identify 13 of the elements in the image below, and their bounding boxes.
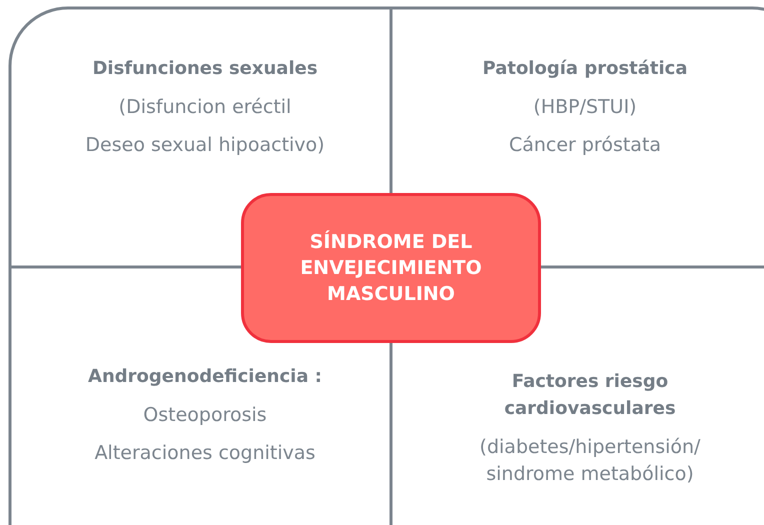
quadrant-text: (Disfuncion eréctil: [118, 95, 292, 120]
quadrant-heading: Factores riesgo cardiovasculares: [503, 370, 677, 421]
highlight-box: [241, 193, 541, 343]
quadrant-heading: Patología prostática: [481, 57, 688, 81]
quadrant-heading: Disfunciones sexuales: [91, 57, 319, 81]
quadrant-text: Alteraciones cognitivas: [94, 441, 316, 466]
quadrant-text: Deseo sexual hipoactivo): [84, 133, 326, 158]
quadrant-text: Cáncer próstata: [508, 133, 662, 158]
quadrant-heading: Androgenodeficiencia :: [87, 365, 323, 389]
quadrant-text: (diabetes/hipertensión/ sindrome metabólico): [478, 435, 702, 487]
quadrant-text: Osteoporosis: [142, 403, 268, 428]
quadrant-text: (HBP/STUI): [532, 95, 638, 120]
center-title: SÍNDROME DEL ENVEJECIMIENTO MASCULINO: [299, 229, 483, 307]
